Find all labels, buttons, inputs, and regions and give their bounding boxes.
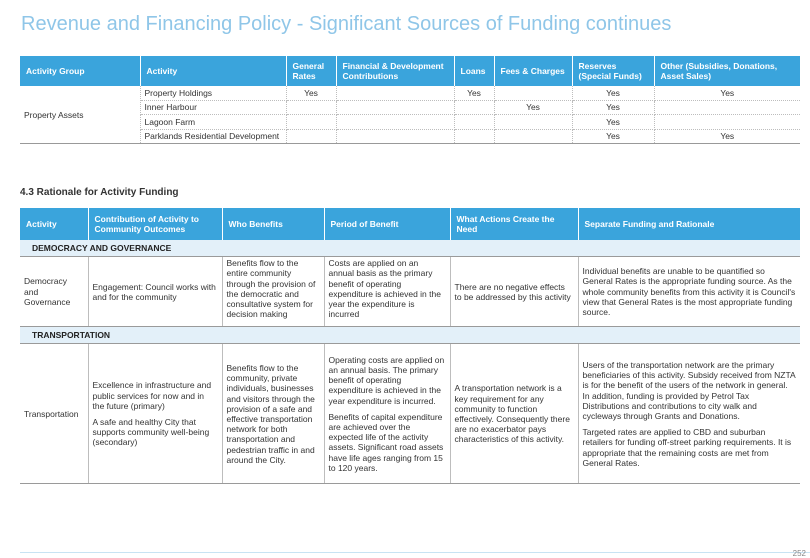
table-header-row: Activity Contribution of Activity to Com… xyxy=(20,208,800,240)
page-title: Revenue and Financing Policy - Significa… xyxy=(21,13,672,35)
other-cell: Yes xyxy=(654,129,800,145)
rationale-cell: Users of the transportation network are … xyxy=(578,343,800,485)
reserves-cell: Yes xyxy=(572,100,655,116)
other-cell xyxy=(654,114,800,130)
column-header: What Actions Create the Need xyxy=(450,208,579,240)
loans-cell xyxy=(454,129,495,145)
period-text: Costs are applied on an annual basis as … xyxy=(328,258,441,320)
table-row: Transportation Excellence in infrastruct… xyxy=(20,343,800,485)
activity-cell: Parklands Residential Development xyxy=(140,129,287,145)
contribution-text: A safe and healthy City that supports co… xyxy=(92,416,210,448)
column-header: Activity Group xyxy=(20,56,141,86)
contribution-text: Excellence in infrastructure and public … xyxy=(92,380,212,411)
section-band: TRANSPORTATION xyxy=(20,326,800,345)
table-row: Democracy and Governance Engagement: Cou… xyxy=(20,256,800,328)
general-rates-cell xyxy=(286,114,337,130)
activity-cell: Property Holdings xyxy=(140,86,287,101)
column-header: Period of Benefit xyxy=(324,208,451,240)
who-benefits-cell: Benefits flow to the entire community th… xyxy=(222,256,325,328)
section-band-row: TRANSPORTATION xyxy=(20,326,800,345)
column-header: Activity xyxy=(140,56,287,86)
contribution-cell: Excellence in infrastructure and public … xyxy=(88,343,223,485)
contribution-cell: Engagement: Council works with and for t… xyxy=(88,256,223,328)
table-row: Lagoon Farm Yes xyxy=(20,114,800,130)
fin-dev-cell xyxy=(336,100,455,116)
table-row: Parklands Residential Development Yes Ye… xyxy=(20,129,800,145)
activity-group-cell: Property Assets xyxy=(20,86,141,145)
who-benefits-cell: Benefits flow to the community, private … xyxy=(222,343,325,485)
reserves-cell: Yes xyxy=(572,86,655,101)
other-cell xyxy=(654,100,800,116)
actions-cell: A transportation network is a key requir… xyxy=(450,343,579,485)
section-heading: 4.3 Rationale for Activity Funding xyxy=(20,187,179,198)
table-header-row: Activity Group Activity General Rates Fi… xyxy=(20,56,800,86)
page-number: 252 xyxy=(792,549,806,558)
fin-dev-cell xyxy=(336,129,455,145)
column-header: Loans xyxy=(454,56,495,86)
activity-cell: Democracy and Governance xyxy=(20,256,89,328)
table-row: Property Assets Property Holdings Yes Ye… xyxy=(20,86,800,145)
column-header: Fees & Charges xyxy=(494,56,573,86)
fees-cell xyxy=(494,86,573,101)
column-header: Separate Funding and Rationale xyxy=(578,208,800,240)
general-rates-cell xyxy=(286,129,337,145)
reserves-cell: Yes xyxy=(572,114,655,130)
rationale-table: Activity Contribution of Activity to Com… xyxy=(20,208,800,485)
actions-cell: There are no negative effects to be addr… xyxy=(450,256,579,328)
column-header: Activity xyxy=(20,208,89,240)
period-cell: Costs are applied on an annual basis as … xyxy=(324,256,451,328)
fin-dev-cell xyxy=(336,86,455,101)
section-band: DEMOCRACY AND GOVERNANCE xyxy=(20,240,800,258)
footer-divider xyxy=(20,552,810,553)
column-header: Other (Subsidies, Donations, Asset Sales… xyxy=(654,56,800,86)
loans-cell xyxy=(454,114,495,130)
general-rates-cell xyxy=(286,100,337,116)
activity-cell: Transportation xyxy=(20,343,89,485)
column-header: Who Benefits xyxy=(222,208,325,240)
fin-dev-cell xyxy=(336,114,455,130)
column-header: General Rates xyxy=(286,56,337,86)
fees-cell xyxy=(494,114,573,130)
loans-cell: Yes xyxy=(454,86,495,101)
funding-sources-table: Activity Group Activity General Rates Fi… xyxy=(20,56,800,145)
period-text: Operating costs are applied on an annual… xyxy=(328,354,445,406)
column-header: Reserves (Special Funds) xyxy=(572,56,655,86)
reserves-cell: Yes xyxy=(572,129,655,145)
rationale-cell: Individual benefits are unable to be qua… xyxy=(578,256,800,328)
period-text: Benefits of capital expenditure are achi… xyxy=(328,411,444,473)
fees-cell xyxy=(494,129,573,145)
column-header: Financial & Development Contributions xyxy=(336,56,455,86)
table-row: Inner Harbour Yes Yes xyxy=(20,100,800,116)
column-header: Contribution of Activity to Community Ou… xyxy=(88,208,223,240)
rationale-text: Targeted rates are applied to CBD and su… xyxy=(582,427,792,468)
other-cell: Yes xyxy=(654,86,800,101)
fees-cell: Yes xyxy=(494,100,573,116)
period-cell: Operating costs are applied on an annual… xyxy=(324,343,451,485)
rationale-text: Individual benefits are unable to be qua… xyxy=(582,266,796,317)
contribution-text: Engagement: Council works with and for t… xyxy=(92,281,216,302)
rationale-text: Users of the transportation network are … xyxy=(582,359,796,421)
general-rates-cell: Yes xyxy=(286,86,337,101)
activity-cell: Lagoon Farm xyxy=(140,114,287,130)
section-band-row: DEMOCRACY AND GOVERNANCE xyxy=(20,240,800,258)
activity-cell: Inner Harbour xyxy=(140,100,287,116)
loans-cell xyxy=(454,100,495,116)
